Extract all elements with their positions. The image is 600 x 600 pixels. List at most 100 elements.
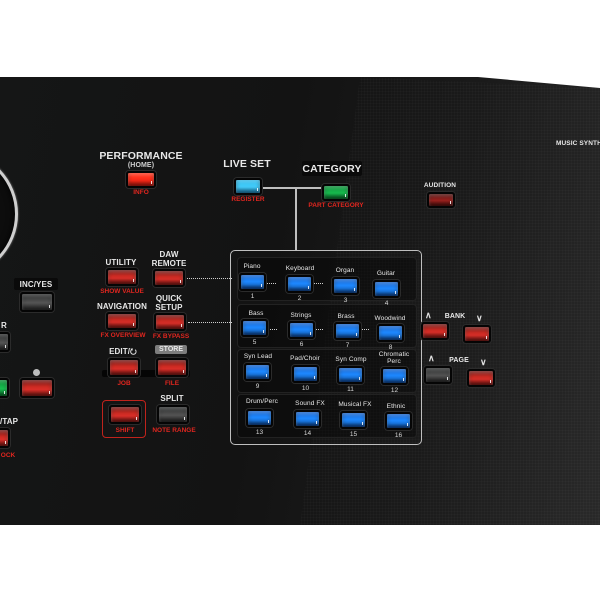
category-button-guitar[interactable] [373, 280, 400, 298]
category-number: 2 [297, 295, 302, 302]
inc-yes-tag [14, 278, 58, 290]
page-up-button[interactable] [424, 366, 452, 384]
dot-join [313, 329, 323, 330]
performance-label: PERFORMANCE [99, 150, 183, 162]
audition-button[interactable] [427, 192, 455, 208]
bank-up-arrow-icon: ∧ [425, 310, 432, 320]
daw-remote-dotted-link [187, 278, 232, 279]
category-number: 8 [388, 344, 393, 351]
tap-label: /TAP [0, 417, 19, 426]
fx-bypass-label: FX BYPASS [152, 333, 190, 340]
category-button-syn-lead[interactable] [244, 363, 271, 381]
edit-button[interactable] [108, 358, 140, 377]
category-button-woodwind[interactable] [377, 324, 404, 342]
daw-remote-button[interactable] [153, 269, 185, 287]
partial-red-button[interactable] [20, 378, 54, 398]
category-label-woodwind: Woodwind [374, 315, 406, 322]
brand-text: MUSIC SYNTHE [556, 140, 600, 147]
navigation-button[interactable] [106, 312, 138, 330]
file-label: FILE [164, 380, 180, 387]
page-down-button[interactable] [467, 369, 495, 387]
performance-sublabel: (HOME) [127, 162, 155, 169]
split-button[interactable] [157, 405, 189, 424]
store-button[interactable] [156, 358, 188, 377]
page-up-arrow-icon: ∧ [428, 353, 435, 363]
category-button-strings[interactable] [288, 321, 315, 339]
category-tag [302, 161, 362, 176]
job-label: JOB [117, 380, 131, 387]
category-label-keyboard: Keyboard [285, 265, 315, 272]
utility-button[interactable] [106, 268, 138, 286]
category-panel-connector [295, 187, 297, 250]
tap-button[interactable] [0, 428, 10, 448]
quick-setup-button[interactable] [154, 313, 186, 331]
partial-r-button[interactable] [0, 332, 10, 352]
category-number: 1 [250, 293, 255, 300]
category-number: 6 [299, 341, 304, 348]
category-label-pad-choir: Pad/Choir [290, 355, 320, 362]
navigation-label: NAVIGATION [96, 302, 148, 311]
show-value-label: SHOW VALUE [100, 288, 144, 295]
live-set-category-connector [263, 187, 323, 189]
category-label-brass: Brass [337, 313, 355, 320]
category-number: 13 [255, 429, 264, 436]
category-button-chromatic-perc[interactable] [381, 367, 408, 385]
bank-down-button[interactable] [463, 325, 491, 343]
note-range-label: NOTE RANGE [152, 427, 196, 434]
quick-label-line1: QUICK [155, 294, 183, 303]
daw-remote-label: DAW REMOTE [148, 250, 190, 268]
category-label-syn-lead: Syn Lead [243, 353, 273, 360]
category-label-bass: Bass [248, 310, 264, 317]
category-label-chromatic-perc: Chromatic Perc [372, 351, 416, 365]
category-number: 10 [301, 385, 310, 392]
shift-button[interactable] [109, 405, 141, 424]
category-button-pad-choir[interactable] [292, 365, 319, 383]
dot-join [266, 283, 276, 284]
audition-label: AUDITION [423, 182, 457, 189]
category-label-organ: Organ [335, 267, 355, 274]
category-number: 16 [394, 432, 403, 439]
category-number: 14 [303, 430, 312, 437]
inc-yes-label: INC/YES [19, 280, 53, 289]
category-button[interactable] [322, 184, 350, 201]
fx-overview-label: FX OVERVIEW [100, 332, 146, 339]
daw-label-line2: REMOTE [151, 259, 187, 268]
category-button-sound-fx[interactable] [294, 410, 321, 428]
live-set-button[interactable] [234, 178, 262, 195]
category-button-brass[interactable] [334, 322, 361, 340]
category-label-ethnic: Ethnic [386, 403, 406, 410]
chromatic-line1: Chromatic [378, 351, 410, 358]
dot-join [313, 283, 323, 284]
quick-setup-label: QUICK SETUP [148, 294, 190, 312]
category-button-bass[interactable] [241, 319, 268, 337]
dot-join [359, 329, 369, 330]
category-button-organ[interactable] [332, 277, 359, 295]
category-button-ethnic[interactable] [385, 412, 412, 430]
daw-label-line1: DAW [159, 250, 179, 259]
category-label-guitar: Guitar [376, 270, 396, 277]
partial-green-button[interactable] [0, 378, 9, 398]
live-set-register-label: REGISTER [231, 196, 265, 203]
live-set-label: LIVE SET [223, 158, 271, 170]
inc-yes-button[interactable] [20, 292, 54, 312]
page-label: PAGE [449, 357, 469, 364]
part-category-label: PART CATEGORY [308, 202, 364, 209]
category-button-piano[interactable] [239, 273, 266, 291]
utility-label: UTILITY [105, 258, 137, 267]
store-tag: STORE [155, 345, 187, 354]
category-button-syn-comp[interactable] [337, 366, 364, 384]
shift-frame [102, 400, 146, 438]
category-button-drum-perc[interactable] [246, 409, 273, 427]
dot-join [267, 329, 277, 330]
status-led [33, 369, 40, 376]
edit-label: EDIT/⭮ [109, 347, 137, 356]
chromatic-line2: Perc [387, 358, 401, 365]
category-button-musical-fx[interactable] [340, 411, 367, 429]
bank-down-arrow-icon: ∨ [476, 313, 483, 323]
bank-up-button[interactable] [421, 322, 449, 340]
category-number: 9 [255, 383, 260, 390]
category-number: 5 [252, 339, 257, 346]
performance-button[interactable] [126, 171, 156, 188]
category-button-keyboard[interactable] [286, 275, 313, 293]
